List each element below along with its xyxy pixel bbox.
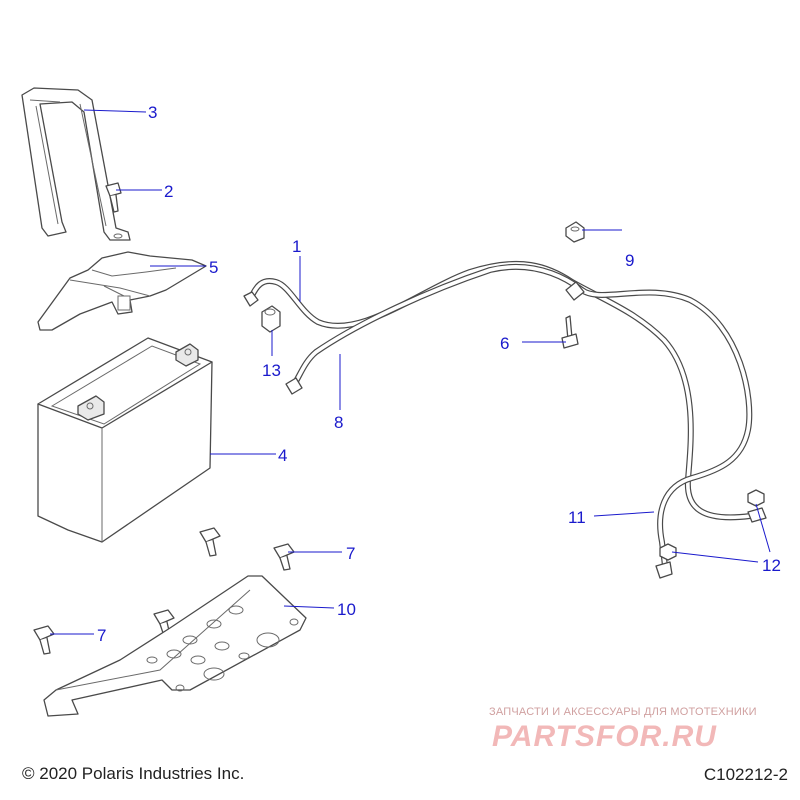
battery-cover-plate-part (37, 251, 207, 331)
bolt-part-7-center (199, 527, 221, 557)
nut-part-12-lower (659, 543, 677, 561)
battery-cable-part-1 (243, 260, 767, 523)
callout-12: 12 (762, 556, 781, 575)
bolt-part-2 (105, 182, 122, 213)
callout-labels: 3 2 5 1 9 6 13 8 4 7 10 7 11 12 (97, 103, 781, 645)
bolt-part-7-right (273, 543, 295, 571)
callout-8: 8 (334, 413, 343, 432)
cable-boot-part (261, 305, 281, 333)
callout-4: 4 (278, 446, 287, 465)
callout-13: 13 (262, 361, 281, 380)
leader-11 (593, 511, 655, 517)
nut-part-12-upper (747, 489, 765, 507)
callout-7-left: 7 (97, 626, 106, 645)
leader-3 (83, 109, 147, 113)
nut-part-9 (565, 221, 585, 243)
leader-12b (671, 551, 759, 563)
callout-9: 9 (625, 251, 634, 270)
callout-11: 11 (568, 508, 586, 527)
watermark-tagline: ЗАПЧАСТИ И АКСЕССУАРЫ ДЛЯ МОТОТЕХНИКИ (489, 706, 757, 718)
callout-7-right: 7 (346, 544, 355, 563)
callout-5: 5 (209, 258, 218, 277)
leader-10 (283, 605, 335, 609)
callout-6: 6 (500, 334, 509, 353)
battery-cable-part-8 (285, 263, 753, 579)
callout-10: 10 (337, 600, 356, 619)
watermark-logo: PARTSFOR.RU (492, 720, 717, 753)
bolt-part-7-left (33, 625, 55, 655)
copyright-text: © 2020 Polaris Industries Inc. (22, 764, 245, 783)
drawing-number: C102212-2 (703, 765, 788, 784)
battery-strap-part (21, 87, 131, 241)
battery-part (37, 337, 213, 543)
callout-1: 1 (292, 237, 301, 256)
leader-12a (755, 503, 771, 553)
bolt-part-7-plate (153, 609, 175, 637)
callout-2: 2 (164, 182, 173, 201)
battery-tray-part (43, 575, 307, 717)
stud-bolt-part-6 (561, 315, 579, 349)
leader-lines (50, 109, 771, 635)
callout-3: 3 (148, 103, 157, 122)
